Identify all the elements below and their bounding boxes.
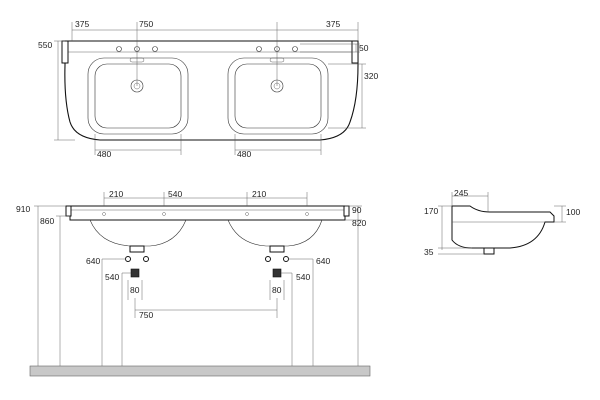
supply-valve-icon xyxy=(265,256,271,262)
dim-drain-spacing: 750 xyxy=(139,310,153,320)
supply-valve-icon xyxy=(143,256,149,262)
dim-depth: 550 xyxy=(38,40,52,50)
left-wall-drain-icon xyxy=(130,268,140,278)
dim-right-tap-offset: 210 xyxy=(252,189,266,199)
right-bowl-profile xyxy=(227,219,323,247)
right-wall-drain-icon xyxy=(272,268,282,278)
left-basin-outer xyxy=(87,57,189,135)
dim-bowl-width-right: 480 xyxy=(237,149,251,159)
dim-left-tap-offset: 210 xyxy=(109,189,123,199)
side-drain-trap xyxy=(483,247,495,255)
right-basin-inner xyxy=(234,63,322,129)
right-drain-trap xyxy=(269,245,285,253)
dim-tap-spacing: 540 xyxy=(168,189,182,199)
side-view-profile xyxy=(451,205,555,249)
dim-bowl-depth: 320 xyxy=(364,71,378,81)
dim-tap-depth: 245 xyxy=(454,188,468,198)
right-tap-hole-icon xyxy=(256,46,262,52)
right-tap-hole-icon xyxy=(292,46,298,52)
dim-bowl-height: 820 xyxy=(352,218,366,228)
dim-drain-width-left: 80 xyxy=(130,285,140,295)
dim-splash-height: 170 xyxy=(424,206,438,216)
left-bowl-profile xyxy=(89,219,187,247)
dim-drain-height-left: 540 xyxy=(105,272,119,282)
dim-supply-height-left: 640 xyxy=(86,256,100,266)
supply-valve-icon xyxy=(125,256,131,262)
left-basin-inner xyxy=(94,63,182,129)
dim-drain-height-right: 540 xyxy=(296,272,310,282)
top-view: 375 750 375 550 50 320 480 480 xyxy=(38,19,378,159)
dim-total-height: 910 xyxy=(16,204,30,214)
supply-valve-icon xyxy=(283,256,289,262)
counter-slab xyxy=(69,205,346,221)
dim-drain-width-right: 80 xyxy=(272,285,282,295)
dim-supply-height-right: 640 xyxy=(316,256,330,266)
dim-rim-thickness: 90 xyxy=(352,205,362,215)
side-view: 245 170 100 35 xyxy=(424,188,580,257)
dim-bowl-width-left: 480 xyxy=(97,149,111,159)
front-view: 910 860 90 820 640 640 540 540 80 80 xyxy=(16,189,371,377)
dim-center-spacing: 750 xyxy=(139,19,153,29)
floor xyxy=(29,365,371,377)
dim-front-height: 100 xyxy=(566,207,580,217)
dim-rear-edge: 50 xyxy=(359,43,369,53)
left-bracket xyxy=(61,40,69,64)
right-basin-outer xyxy=(227,57,329,135)
dim-rim-height: 860 xyxy=(40,216,54,226)
left-drain-trap xyxy=(129,245,145,253)
dim-drain-offset: 35 xyxy=(424,247,434,257)
top-view-outline xyxy=(64,40,359,141)
dim-right-overhang: 375 xyxy=(326,19,340,29)
left-tap-hole-icon xyxy=(152,46,158,52)
dim-left-overhang: 375 xyxy=(75,19,89,29)
left-tap-hole-icon xyxy=(116,46,122,52)
